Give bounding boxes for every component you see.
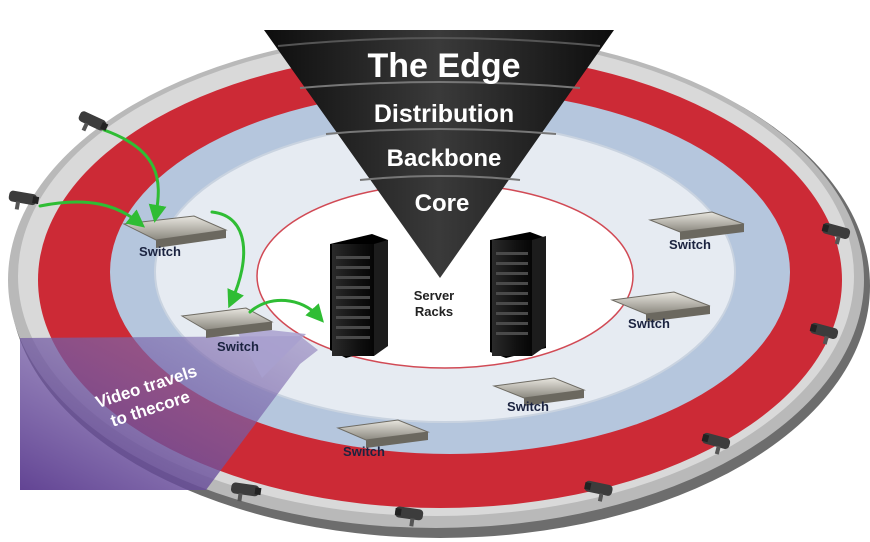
network-switch-icon [648, 211, 745, 240]
server-rack-right [490, 232, 546, 358]
center-label-line1: Server [414, 288, 454, 303]
funnel-level-backbone: Backbone [387, 145, 502, 172]
funnel-level-distribution: Distribution [374, 100, 514, 128]
switch-label-1: Switch [139, 244, 181, 259]
funnel-level-edge: The Edge [367, 47, 520, 85]
network-switch-icon [180, 307, 274, 338]
switch-label-6: Switch [343, 444, 385, 459]
network-switch-icon [610, 291, 711, 322]
security-camera-icon [701, 432, 731, 455]
server-rack-left [330, 234, 388, 358]
network-switch-icon [492, 377, 586, 406]
security-camera-icon [78, 111, 109, 132]
layers-funnel [264, 30, 614, 278]
switch-label-5: Switch [507, 399, 549, 414]
switch-label-2: Switch [217, 339, 259, 354]
funnel-level-core: Core [415, 190, 470, 217]
network-switch-icon [336, 419, 430, 448]
switch-label-3: Switch [669, 237, 711, 252]
security-camera-icon [230, 482, 262, 502]
security-camera-icon [584, 480, 613, 502]
video-path-arrows [38, 128, 324, 323]
security-camera-icon [394, 506, 424, 527]
video-callout [20, 326, 318, 490]
switch-label-4: Switch [628, 316, 670, 331]
center-label-line2: Racks [415, 304, 453, 319]
security-camera-icon [8, 190, 40, 210]
